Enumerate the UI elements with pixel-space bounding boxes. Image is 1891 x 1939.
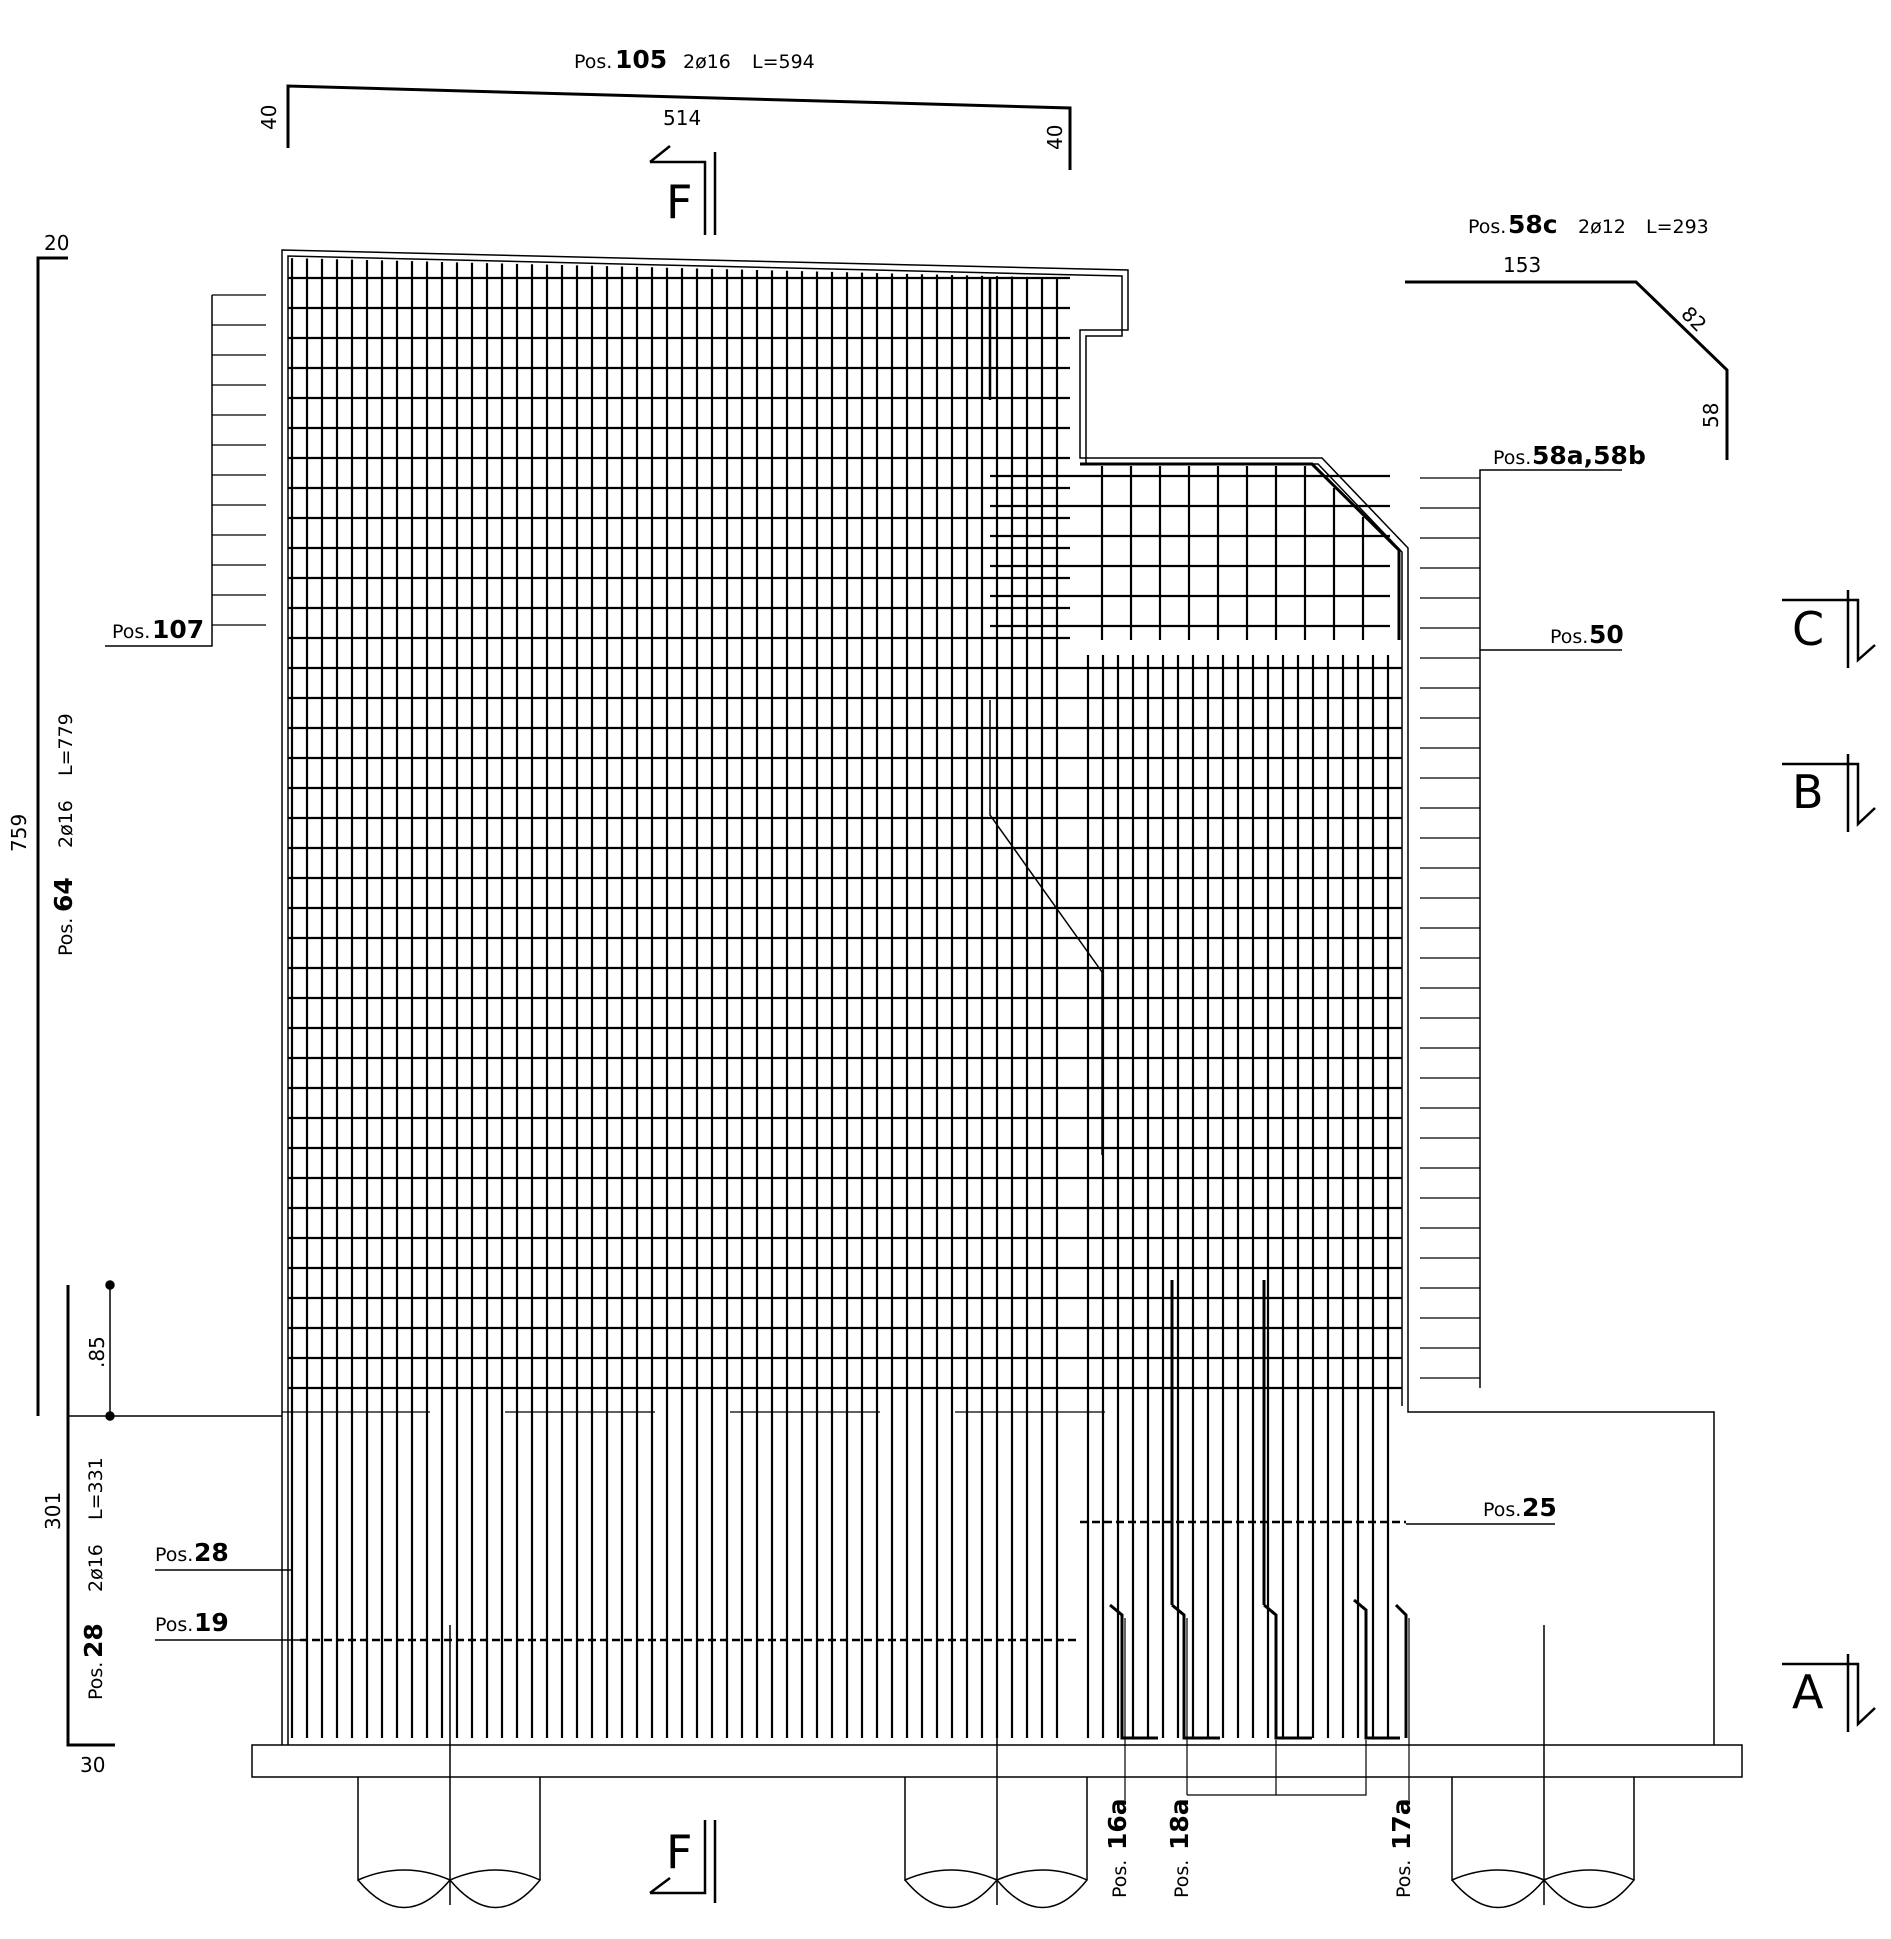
- section-b: B: [1792, 765, 1824, 819]
- pos105-length: L=594: [752, 51, 815, 73]
- pos28v-dim-total: 301: [41, 1492, 65, 1530]
- rebar-offset-line: [989, 700, 1103, 1155]
- pos64-length: L=779: [55, 713, 77, 776]
- leader-lines: [105, 295, 1622, 1641]
- section-c: C: [1792, 602, 1824, 656]
- pos105-shape: [286, 84, 1072, 170]
- starter-bars: [1109, 1280, 1408, 1740]
- section-f-top: F: [666, 175, 692, 229]
- pos28-number: 28: [194, 1538, 229, 1567]
- pos58c-length: L=293: [1646, 216, 1709, 238]
- pos58c-shape: [1405, 280, 1729, 460]
- pos105-number: 105: [615, 45, 667, 74]
- pos28v-length: L=331: [85, 1457, 107, 1520]
- pos16a-prefix: Pos.: [1109, 1860, 1131, 1898]
- pos107-number: 107: [152, 615, 204, 644]
- pos28-prefix: Pos.: [155, 1544, 193, 1566]
- pos50-prefix: Pos.: [1550, 626, 1588, 648]
- pos25-number: 25: [1522, 1493, 1557, 1522]
- spacing-dim: [68, 1280, 282, 1421]
- pos28v-number: 28: [79, 1623, 108, 1658]
- rebar-grid: [288, 258, 1402, 1738]
- pos64-shape: [36, 256, 68, 1416]
- pos105-dim-right: 40: [1043, 125, 1067, 150]
- pos105-dim-mid: 514: [663, 106, 701, 130]
- pos16a-number: 16a: [1103, 1798, 1132, 1850]
- pos28v-dim-spacing: .85: [85, 1336, 109, 1368]
- pos64-number: 64: [49, 877, 78, 912]
- section-a: A: [1792, 1665, 1824, 1719]
- pos58c-dim-vert: 58: [1699, 403, 1723, 428]
- pos58c-dim-diag: 82: [1676, 302, 1711, 337]
- pos58c-qty: 2ø12: [1578, 216, 1626, 238]
- pos107-ticks: [212, 294, 266, 626]
- pos50-number: 50: [1589, 620, 1624, 649]
- pos25-prefix: Pos.: [1483, 1499, 1521, 1521]
- pos19-number: 19: [194, 1608, 229, 1637]
- pos64-prefix: Pos.: [55, 918, 77, 956]
- pos107-prefix: Pos.: [112, 621, 150, 643]
- pos58c-dim-top: 153: [1503, 253, 1541, 277]
- section-f-bottom: F: [666, 1825, 692, 1879]
- pos28v-prefix: Pos.: [85, 1662, 107, 1700]
- pos64-dim-top: 20: [44, 231, 69, 255]
- pos64-dim-total: 759: [7, 814, 31, 852]
- pos58ab-number: 58a,58b: [1532, 441, 1646, 470]
- pos105-qty: 2ø16: [683, 51, 731, 73]
- pos17a-prefix: Pos.: [1393, 1860, 1415, 1898]
- pos105-prefix: Pos.: [574, 51, 612, 73]
- pos17a-number: 17a: [1387, 1798, 1416, 1850]
- pos28v-qty: 2ø16: [85, 1544, 107, 1592]
- pos58c-number: 58c: [1508, 210, 1558, 239]
- pos18a-prefix: Pos.: [1171, 1860, 1193, 1898]
- pos105-dim-left: 40: [257, 105, 281, 130]
- pos28v-dim-bottom: 30: [80, 1753, 105, 1777]
- pos28v-shape: [66, 1285, 115, 1747]
- pos18a-number: 18a: [1165, 1798, 1194, 1850]
- pos58ab-prefix: Pos.: [1493, 447, 1531, 469]
- chamfer-rebar: [1080, 462, 1401, 640]
- pos58c-prefix: Pos.: [1468, 216, 1506, 238]
- pos50-ticks: [1420, 477, 1480, 1379]
- section-markers: [649, 145, 1876, 1903]
- pos19-prefix: Pos.: [155, 1614, 193, 1636]
- pos64-qty: 2ø16: [55, 800, 77, 848]
- starter-leaders: [1124, 1618, 1410, 1800]
